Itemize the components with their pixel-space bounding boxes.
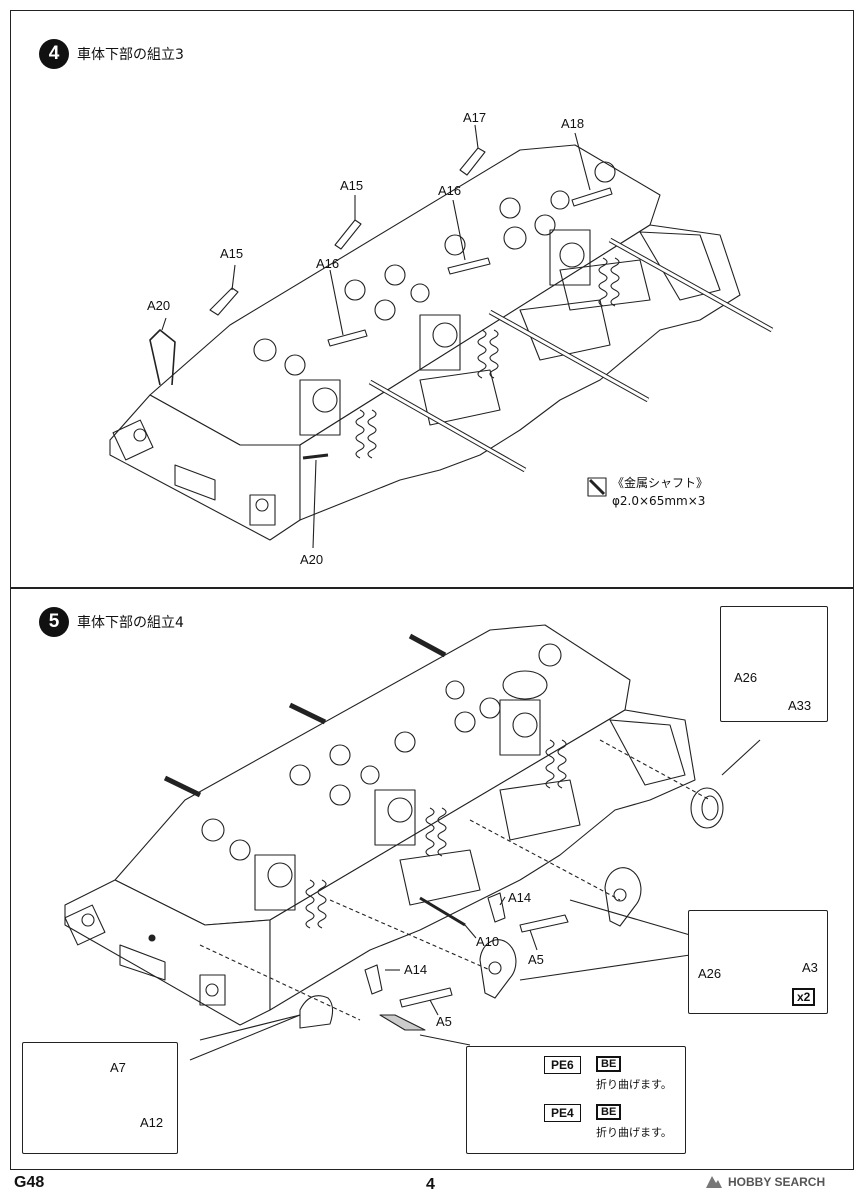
step4-header: 4 車体下部の組立3	[39, 39, 184, 69]
step4-title: 車体下部の組立3	[77, 47, 184, 63]
label-a17: A17	[463, 110, 487, 125]
step5-hull-drawing	[64, 624, 761, 1061]
label-a26-top: A26	[734, 670, 758, 685]
hobby-search-logo: HOBBY SEARCH	[704, 1174, 825, 1190]
label-a16-upper: A16	[438, 183, 462, 198]
bend-note-2: 折り曲げます。	[596, 1126, 672, 1139]
label-a14-right: A14	[508, 890, 532, 905]
label-a15-upper: A15	[340, 178, 364, 193]
multiplier-badge: x2	[792, 988, 816, 1006]
step5-title: 車体下部の組立4	[77, 615, 184, 631]
label-a15-left: A15	[220, 246, 244, 261]
label-a5-right: A5	[528, 952, 544, 967]
label-a3: A3	[802, 960, 818, 975]
pe4-tag: PE4	[544, 1104, 581, 1122]
footer-page-number: 4	[426, 1176, 435, 1193]
be-tag-2: BE	[596, 1104, 622, 1120]
label-a16-left: A16	[316, 256, 340, 271]
callout-box-pe	[466, 1046, 686, 1154]
label-a10: A10	[476, 934, 500, 949]
logo-mark-icon	[706, 1176, 722, 1188]
metal-shaft-note-spec: φ2.0×65mm×3	[612, 494, 706, 508]
label-a20-top: A20	[147, 298, 171, 313]
be-tag-1: BE	[596, 1056, 622, 1072]
label-a7: A7	[110, 1060, 126, 1075]
label-a14-left: A14	[404, 962, 428, 977]
label-a33: A33	[788, 698, 812, 713]
callout-box-a26-a33	[720, 606, 828, 722]
label-a18: A18	[561, 116, 585, 131]
step5-header: 5 車体下部の組立4	[39, 607, 184, 637]
bend-note-1: 折り曲げます。	[596, 1078, 672, 1091]
metal-shaft-note-title: 《金属シャフト》	[612, 476, 709, 490]
footer-product-code: G48	[14, 1174, 45, 1191]
step5-number: 5	[39, 607, 69, 637]
step4-number: 4	[39, 39, 69, 69]
pe6-tag: PE6	[544, 1056, 581, 1074]
callout-box-a7-a12	[22, 1042, 178, 1154]
callout-box-a26-a3	[688, 910, 828, 1014]
label-a26-mid: A26	[698, 966, 722, 981]
label-a5-left: A5	[436, 1014, 452, 1029]
logo-text: HOBBY SEARCH	[728, 1175, 826, 1189]
label-a12: A12	[140, 1115, 164, 1130]
label-a20-bottom: A20	[300, 552, 324, 567]
step4-hull-drawing	[109, 124, 774, 549]
